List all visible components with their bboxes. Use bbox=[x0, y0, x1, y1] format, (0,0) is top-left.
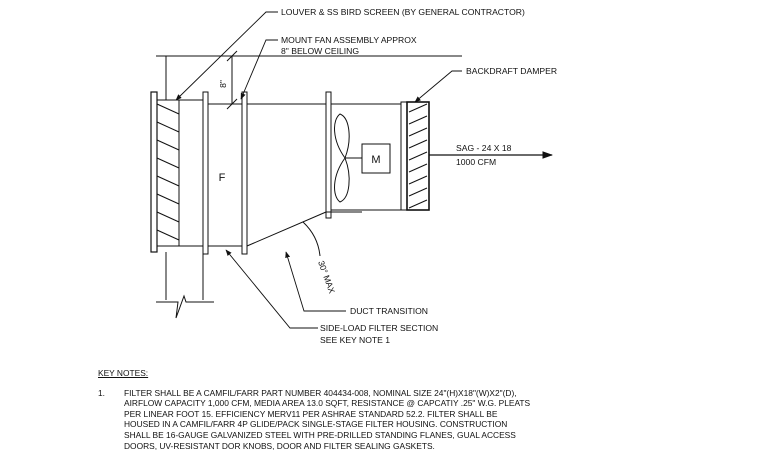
motor: M bbox=[361, 143, 391, 174]
louver-callout: LOUVER & SS BIRD SCREEN (BY GENERAL CONT… bbox=[281, 7, 525, 17]
key-note-item: 1. FILTER SHALL BE A CAMFIL/FARR PART NU… bbox=[98, 388, 738, 452]
sag-size-label: SAG - 24 X 18 bbox=[456, 143, 512, 153]
filter-section-callout-line2: SEE KEY NOTE 1 bbox=[320, 335, 390, 345]
angle-dimension bbox=[302, 211, 362, 257]
sag-cfm-label: 1000 CFM bbox=[456, 157, 496, 167]
key-note-line: HOUSED IN A CAMFIL/FARR 4P GLIDE/PACK SI… bbox=[124, 419, 508, 430]
fan-assembly-diagram: F M SAG - 24 X 18 1000 CFM 8" bbox=[150, 7, 557, 345]
fan-blades bbox=[334, 113, 362, 203]
duct-transition-callout: DUCT TRANSITION bbox=[350, 306, 428, 316]
louver bbox=[150, 91, 180, 253]
key-note-number: 1. bbox=[98, 387, 105, 398]
duct-transition bbox=[246, 91, 405, 247]
filter-section bbox=[179, 91, 248, 255]
filter-label: F bbox=[219, 172, 226, 184]
ceiling-dimension bbox=[226, 50, 238, 110]
damper-callout: BACKDRAFT DAMPER bbox=[466, 66, 557, 76]
key-notes-heading: KEY NOTES: bbox=[98, 368, 149, 378]
key-notes: KEY NOTES: 1. FILTER SHALL BE A CAMFIL/F… bbox=[98, 368, 738, 451]
ceiling-gap-dimension: 8" bbox=[218, 80, 228, 88]
key-note-line: SHALL BE 16-GAUGE GALVANIZED STEEL WITH … bbox=[124, 429, 516, 440]
key-note-line: DOORS, UV-RESISTANT DOR KNOBS, DOOR AND … bbox=[124, 440, 435, 451]
wall-and-ceiling bbox=[156, 55, 462, 319]
backdraft-damper bbox=[400, 101, 430, 211]
fan-mount-callout-line2: 8" BELOW CEILING bbox=[281, 46, 359, 56]
key-note-line: FILTER SHALL BE A CAMFIL/FARR PART NUMBE… bbox=[124, 387, 517, 398]
fan-mount-callout-line1: MOUNT FAN ASSEMBLY APPROX bbox=[281, 35, 417, 45]
motor-label: M bbox=[371, 154, 380, 166]
key-note-line: PER LINEAR FOOT 15. EFFICIENCY MERV11 PE… bbox=[124, 408, 498, 419]
key-note-text: FILTER SHALL BE A CAMFIL/FARR PART NUMBE… bbox=[124, 388, 530, 452]
key-note-line: AIRFLOW CAPACITY 1,000 CFM, MEDIA AREA 1… bbox=[124, 398, 531, 409]
angle-label: 30° MAX bbox=[316, 259, 337, 295]
leader-lines bbox=[175, 11, 462, 329]
filter-section-callout-line1: SIDE-LOAD FILTER SECTION bbox=[320, 323, 438, 333]
